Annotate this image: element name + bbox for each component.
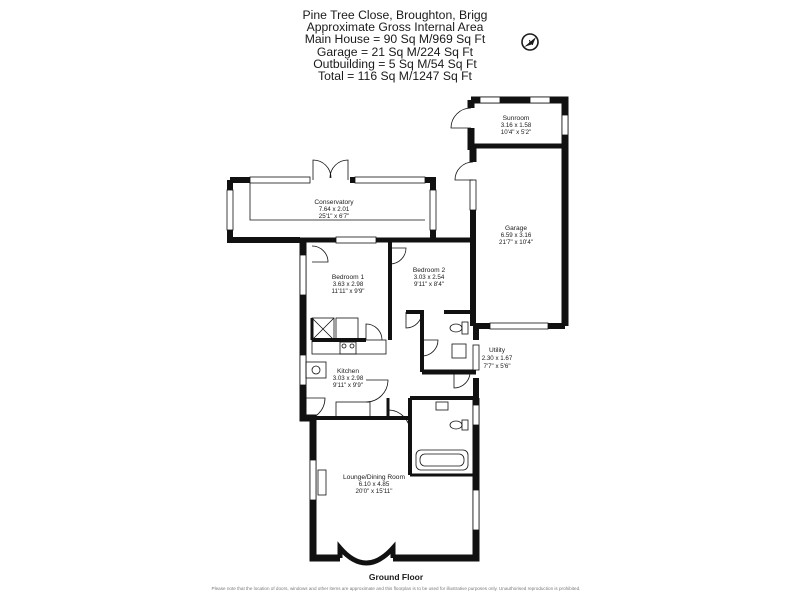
floor-title: Ground Floor [368, 572, 424, 582]
room-kitchen: Kitchen 3.03 x 2.98 9'11" x 9'9" [333, 368, 364, 389]
kitchen-metric: 3.03 x 2.98 [333, 375, 364, 382]
header-address: Pine Tree Close, Broughton, Brigg [302, 8, 488, 22]
garage-metric: 6.59 x 3.16 [501, 232, 532, 239]
room-utility: Utility 2.30 x 1.67 7'7" x 5'6" [482, 347, 513, 370]
utility-name: Utility [489, 347, 506, 354]
sunroom-metric: 3.16 x 1.58 [501, 122, 532, 129]
garage-name: Garage [505, 225, 527, 232]
header-area-title: Approximate Gross Internal Area [306, 20, 484, 35]
room-garage: Garage 6.59 x 3.16 21'7" x 10'4" [499, 225, 533, 246]
conservatory-metric: 7.64 x 2.01 [319, 206, 350, 213]
bedroom1-imperial: 11'11" x 9'9" [331, 288, 364, 295]
bedroom2-name: Bedroom 2 [413, 267, 446, 274]
conservatory-imperial: 25'1" x 6'7" [319, 213, 350, 220]
kitchen-imperial: 9'11" x 9'9" [333, 382, 363, 389]
header-main-house: Main House = 90 Sq M/969 Sq Ft [304, 32, 486, 47]
disclaimer: Please note that the location of doors, … [211, 586, 581, 591]
north-arrow-icon: N [521, 33, 539, 51]
room-bedroom-2: Bedroom 2 3.03 x 2.54 9'11" x 8'4" [413, 267, 446, 288]
room-bedroom-1: Bedroom 1 3.63 x 2.98 11'11" x 9'9" [331, 274, 364, 295]
header-outbuilding: Outbuilding = 5 Sq M/54 Sq Ft [313, 56, 477, 71]
bay-window [337, 541, 396, 566]
header-garage: Garage = 21 Sq M/224 Sq Ft [316, 44, 474, 59]
north-label: N [528, 40, 533, 47]
door-swings [302, 107, 474, 433]
room-lounge-dining: Lounge/Dining Room 6.10 x 4.85 20'0" x 1… [343, 474, 405, 495]
bedroom2-metric: 3.03 x 2.54 [414, 274, 445, 281]
windows [226, 96, 569, 531]
lounge-imperial: 20'0" x 15'11" [356, 488, 393, 495]
bedroom1-name: Bedroom 1 [332, 274, 365, 281]
bedroom1-metric: 3.63 x 2.98 [333, 281, 364, 288]
sunroom-name: Sunroom [503, 115, 530, 122]
lounge-name: Lounge/Dining Room [343, 474, 405, 481]
plan-header: Pine Tree Close, Broughton, Brigg Approx… [250, 9, 540, 82]
kitchen-name: Kitchen [337, 368, 359, 375]
sunroom-imperial: 10'4" x 5'2" [501, 129, 532, 136]
room-sunroom: Sunroom 3.16 x 1.58 10'4" x 5'2" [501, 115, 532, 136]
fixtures [249, 183, 469, 496]
utility-metric: 2.30 x 1.67 [482, 355, 513, 362]
bedroom2-imperial: 9'11" x 8'4" [414, 281, 444, 288]
room-conservatory: Conservatory 7.64 x 2.01 25'1" x 6'7" [314, 199, 354, 220]
utility-imperial: 7'7" x 5'6" [483, 363, 510, 370]
header-total: Total = 116 Sq M/1247 Sq Ft [318, 69, 472, 84]
conservatory-name: Conservatory [314, 199, 354, 206]
lounge-metric: 6.10 x 4.85 [359, 481, 390, 488]
garage-imperial: 21'7" x 10'4" [499, 239, 533, 246]
